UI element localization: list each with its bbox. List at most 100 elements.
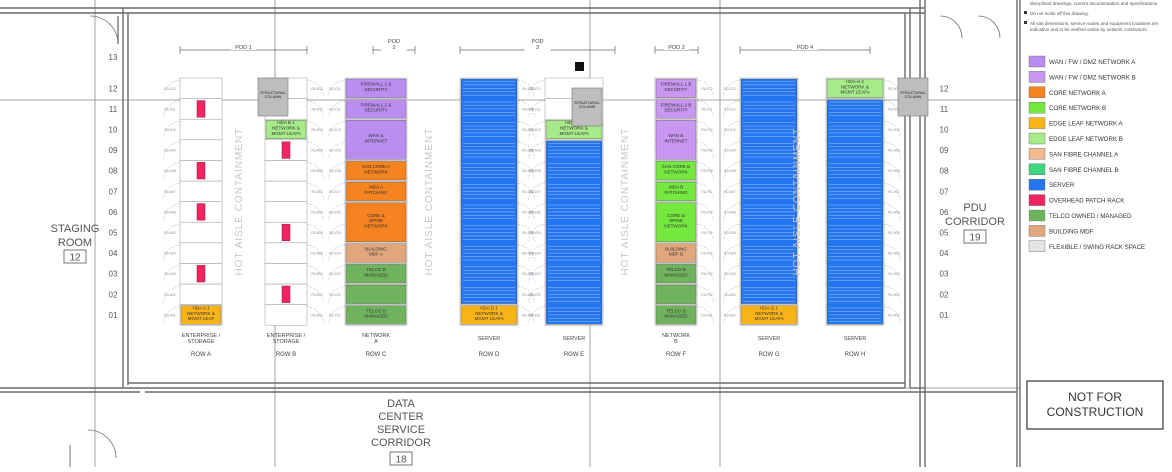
legend-label-10-line: TELCO OWNED / MANAGED	[1049, 213, 1132, 220]
rack-tag-line: RU-G05	[724, 231, 736, 235]
rack-block-c-11	[345, 99, 407, 119]
rack-tag-line: RU-E09	[529, 149, 541, 153]
rack-number-right-04: 04	[940, 249, 949, 258]
rack-tag-line: RU-D08	[522, 169, 534, 173]
rack-tag: RU-B02	[311, 293, 323, 297]
rack-rows: RU-A01RU-A02RU-A03RU-A04RU-A05RU-A06RU-A…	[163, 77, 901, 358]
row-label-line: ROW G	[759, 352, 780, 358]
row-label: ROW D	[479, 352, 500, 358]
legend-label-0: WAN / FW / DMZ NETWORK A	[1049, 59, 1136, 66]
rack-tag: RU-C07	[329, 190, 341, 194]
rack-block-label-line: HDA A 1	[192, 306, 210, 311]
rack-tag: RU-A10	[164, 128, 176, 132]
row-label: ROW E	[564, 352, 584, 358]
rack-outline	[179, 283, 223, 305]
rack-tag-line: RU-E07	[529, 190, 541, 194]
legend-label-2: CORE NETWORK A	[1049, 90, 1107, 97]
rack-tag: RU-G03	[724, 272, 736, 276]
legend-label-3: CORE NETWORK B	[1049, 105, 1106, 112]
rack-block-label: FIREWALL 2 &SECURITY	[361, 102, 392, 112]
rack-block-label-line: MDF B	[669, 252, 683, 257]
rack-number-left-12: 12	[109, 84, 118, 93]
rack-tag: RU-A05	[164, 231, 176, 235]
rack-tag: RU-B11	[311, 107, 322, 111]
legend-label-11: BUILDING MDF	[1049, 228, 1094, 235]
rack-block-f-7	[655, 181, 697, 201]
rack-tag: RU-D10	[522, 128, 534, 132]
rack-tag: RU-C02	[329, 293, 341, 297]
rack-number-left-09: 09	[109, 146, 118, 155]
legend-label-4-line: EDGE LEAF NETWORK A	[1049, 121, 1123, 128]
rack-tag-line: RU-G06	[724, 210, 736, 214]
row-label-line: ROW A	[191, 352, 211, 358]
rack-block-f-4	[655, 243, 697, 263]
legend-swatch-12	[1028, 240, 1046, 253]
rack-number-right-10-line: 10	[940, 126, 949, 135]
rack-block-f-1	[655, 305, 697, 325]
row-label-line: ROW C	[366, 352, 387, 358]
rack-tag: RU-C08	[329, 169, 341, 173]
rack-tag-line: RU-A10	[164, 128, 176, 132]
rack-outline	[179, 77, 223, 99]
row-f: RU-F01RU-F02RU-F03RU-F04RU-F05RU-F06RU-F…	[620, 77, 714, 358]
rack-outline	[179, 221, 223, 244]
row-h: RU-H01RU-H02RU-H03RU-H04RU-H05RU-H06RU-H…	[792, 77, 901, 358]
row-label-line: ROW B	[276, 352, 296, 358]
rack-number-right-09-line: 09	[940, 146, 949, 155]
rack-number-left-04: 04	[109, 249, 118, 258]
rack-tag: RU-E06	[529, 210, 541, 214]
rack-tag-line: RU-B10	[311, 128, 323, 132]
overhead-patch-rack	[281, 141, 291, 159]
rack-block-label-line: NETWORK &	[272, 126, 300, 131]
rack-tag: RU-G02	[724, 293, 736, 297]
rack-tag-line: RU-E10	[529, 128, 541, 132]
overhead-patch-rack	[196, 203, 206, 221]
structural-column-label-line: STRUCTURAL	[574, 101, 600, 105]
rack-tag-line: RU-G01	[724, 313, 736, 317]
rack-number-right-09: 09	[940, 146, 949, 155]
row-label-line: ROW D	[479, 352, 500, 358]
rack-tag-line: RU-B05	[311, 231, 323, 235]
rack-tag-line: RU-D12	[522, 87, 534, 91]
pod-label-1-line: 2	[392, 45, 395, 51]
rack-tag: RU-A04	[164, 252, 176, 256]
rack-tag: RU-H07	[888, 190, 900, 194]
rack-number-right-10: 10	[940, 126, 949, 135]
rack-tag-line: RU-A04	[164, 252, 176, 256]
rack-tag: RU-C04	[329, 252, 341, 256]
rack-outline	[264, 242, 308, 264]
rack-block-label-line: MANAGED	[664, 314, 688, 319]
rack-number-right-06-line: 06	[940, 208, 949, 217]
rack-tag: RU-A12	[164, 87, 176, 91]
row-type-label-line: SERVER	[758, 336, 781, 342]
rack-block-f-12	[655, 78, 697, 98]
row-label: ROW A	[191, 352, 211, 358]
rack-block-label-line: FIREWALL 1 B	[661, 82, 692, 87]
pod-label-4: POD 4	[797, 45, 814, 51]
rack-outline	[179, 118, 223, 141]
rack-block-g-1	[740, 305, 798, 325]
rack-block-label-line: NETWORK	[664, 169, 688, 174]
pdu-corridor-name: PDU	[963, 202, 986, 214]
row-label: ROW G	[759, 352, 780, 358]
rack-tag: RU-B06	[311, 210, 323, 214]
rack-tag-line: RU-G10	[724, 128, 736, 132]
rack-block-f-5	[655, 202, 697, 243]
rack-tag-line: RU-B02	[311, 293, 323, 297]
rack-outline	[264, 201, 308, 223]
row-type-label: SERVER	[758, 336, 781, 342]
rack-tag-line: RU-C06	[329, 210, 341, 214]
rack-tag-line: RU-D09	[522, 149, 534, 153]
row-type-label-line: A	[374, 339, 378, 345]
rack-block-label-line: BUILDING	[665, 246, 687, 251]
rack-tag: RU-C09	[329, 149, 341, 153]
rack-tag: RU-C03	[329, 272, 341, 276]
hot-aisle-label: HOT AISLE CONTAINMENT	[234, 128, 245, 276]
rack-number-right-12: 12	[940, 84, 949, 93]
